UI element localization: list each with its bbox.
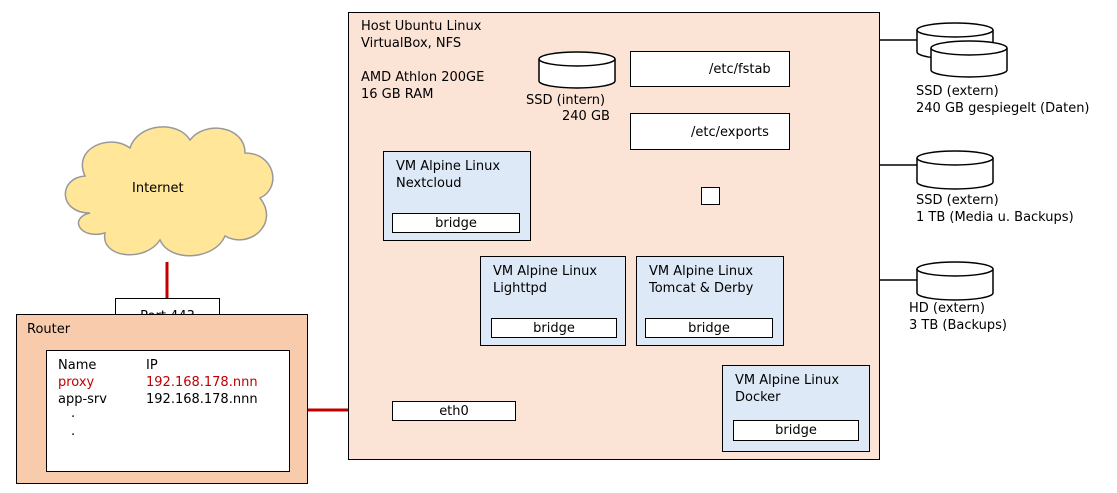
- drive-size: 240 GB gespiegelt (Daten): [916, 101, 1090, 116]
- host-title-line1: Host Ubuntu Linux: [361, 19, 482, 34]
- row-appsrv-ip: 192.168.178.nnn: [146, 392, 258, 407]
- host-title-line2: VirtualBox, NFS: [361, 36, 462, 51]
- bridge-box: bridge: [645, 318, 773, 338]
- router-title: Router: [27, 322, 71, 337]
- bridge-label: bridge: [688, 320, 730, 336]
- bridge-box: bridge: [491, 318, 617, 338]
- bridge-label: bridge: [775, 423, 817, 438]
- bridge-label: bridge: [533, 320, 575, 336]
- vm-nextcloud: VM Alpine Linux Nextcloud bridge: [383, 151, 531, 241]
- bridge-box: bridge: [392, 213, 520, 233]
- col-ip-header: IP: [146, 358, 158, 373]
- row-proxy-ip: 192.168.178.nnn: [146, 375, 258, 390]
- vm-title: VM Alpine Linux: [735, 373, 840, 388]
- ellipsis-dot: .: [71, 406, 76, 421]
- vm-lighttpd: VM Alpine Linux Lighttpd bridge: [480, 256, 626, 346]
- ssd-intern-label: SSD (intern): [526, 93, 606, 108]
- vm-subtitle: Docker: [735, 390, 781, 405]
- internet-cloud-icon: [64, 126, 274, 257]
- ssd-extern-mirrored-icon: [916, 22, 1008, 78]
- bridge-box: bridge: [733, 420, 859, 441]
- vm-tomcat-derby: VM Alpine Linux Tomcat & Derby bridge: [636, 256, 784, 346]
- vm-docker: VM Alpine Linux Docker bridge: [722, 365, 870, 452]
- ssd-intern-size: 240 GB: [562, 109, 610, 124]
- internet-label: Internet: [132, 181, 184, 196]
- row-proxy-name: proxy: [58, 375, 95, 390]
- bridge-label: bridge: [435, 215, 477, 231]
- fstab-box: /etc/fstab: [630, 51, 790, 87]
- exports-label: /etc/exports: [691, 125, 769, 140]
- router-table: Name IP proxy 192.168.178.nnn app-srv 19…: [46, 350, 290, 472]
- vm-subtitle: Nextcloud: [396, 176, 462, 191]
- host-ram: 16 GB RAM: [361, 87, 434, 102]
- row-appsrv-name: app-srv: [58, 392, 107, 407]
- host-cpu: AMD Athlon 200GE: [361, 70, 485, 85]
- vm-title: VM Alpine Linux: [396, 159, 501, 174]
- drive-label: HD (extern): [909, 301, 985, 316]
- drive-size: 1 TB (Media u. Backups): [916, 210, 1074, 225]
- eth0-box: eth0: [392, 401, 516, 421]
- col-name-header: Name: [58, 358, 97, 373]
- vm-title: VM Alpine Linux: [493, 264, 598, 279]
- eth0-label: eth0: [439, 403, 469, 419]
- ssd-extern-icon: [916, 150, 994, 190]
- vm-title: VM Alpine Linux: [649, 264, 754, 279]
- ellipsis-dot: .: [71, 424, 76, 439]
- drive-label: SSD (extern): [916, 193, 999, 208]
- drive-label: SSD (extern): [916, 84, 999, 99]
- vm-subtitle: Tomcat & Derby: [649, 281, 754, 296]
- hd-extern-icon: [916, 261, 994, 301]
- fstab-label: /etc/fstab: [709, 62, 771, 77]
- exports-box: /etc/exports: [630, 113, 790, 150]
- drive-size: 3 TB (Backups): [909, 318, 1007, 333]
- vm-subtitle: Lighttpd: [493, 281, 548, 296]
- switch-junction: [701, 187, 720, 205]
- ssd-intern-icon: [538, 51, 616, 89]
